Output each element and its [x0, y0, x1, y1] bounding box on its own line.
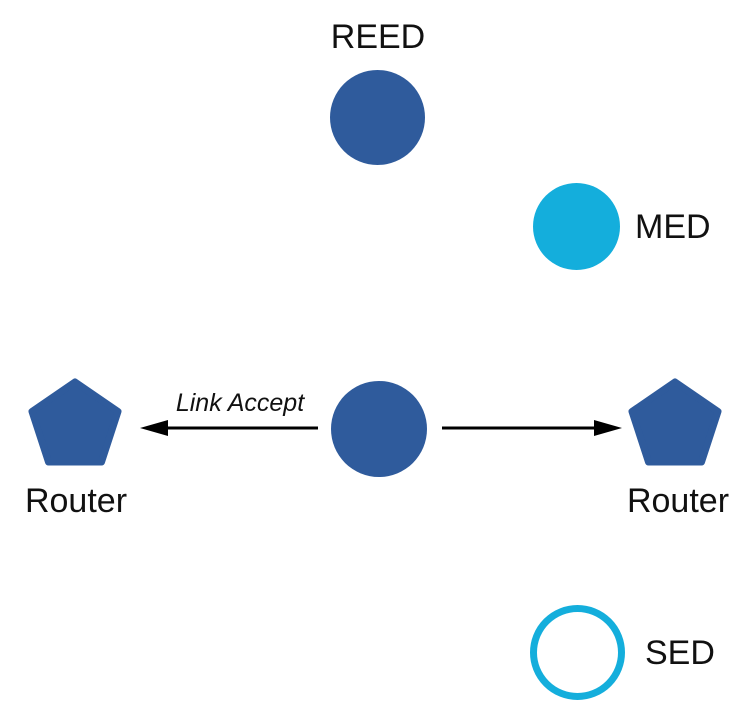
reed-label: REED [330, 18, 426, 56]
router-left-label: Router [24, 482, 128, 520]
arrow-right-icon [442, 420, 622, 436]
router-right-label: Router [626, 482, 730, 520]
router-right-pentagon-icon [628, 378, 722, 466]
router-left-pentagon-icon [28, 378, 122, 466]
med-label: MED [635, 208, 711, 246]
reed-node-circle-icon [330, 70, 425, 165]
sed-label: SED [645, 634, 715, 672]
sed-node-ring-icon [530, 605, 625, 700]
arrow-left-icon [140, 420, 318, 436]
center-node-circle-icon [331, 381, 427, 477]
med-node-circle-icon [533, 183, 620, 270]
link-accept-edge-label: Link Accept [175, 389, 305, 417]
